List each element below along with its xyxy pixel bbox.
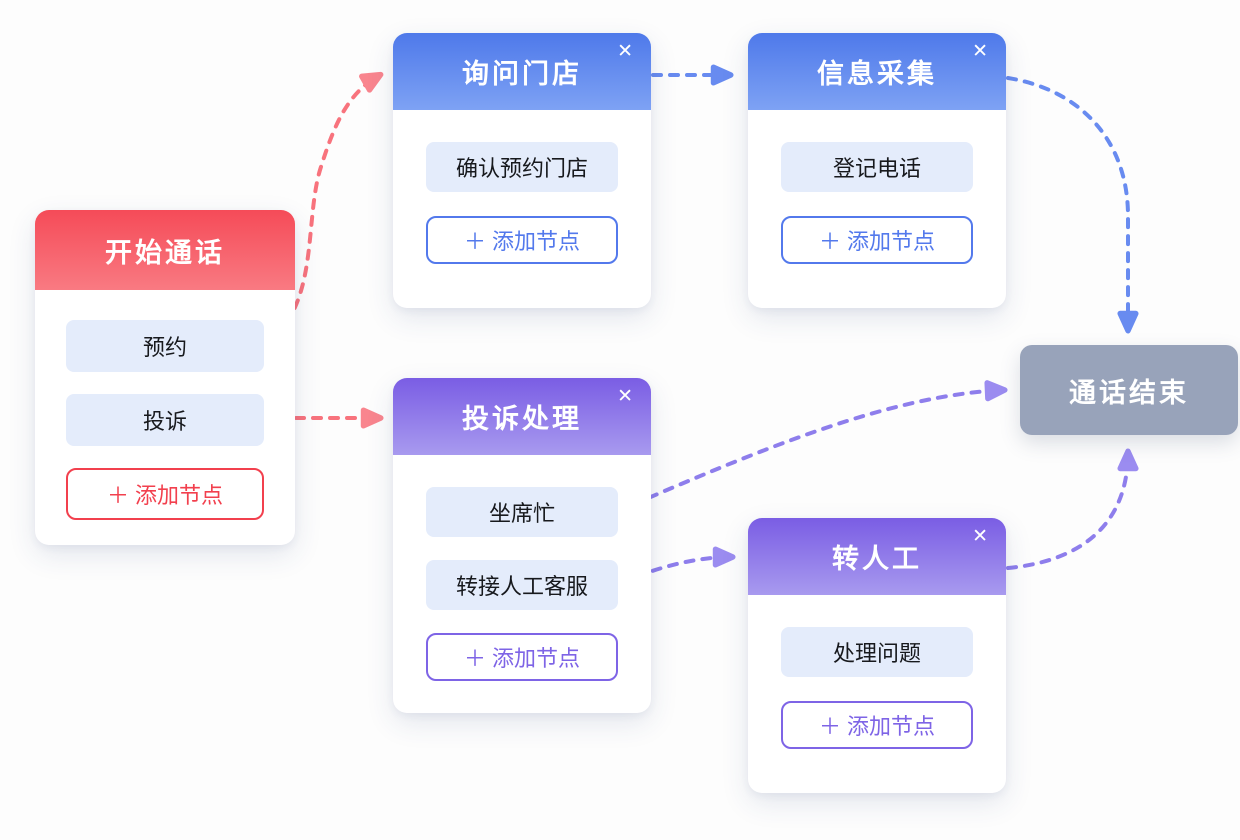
node-card-end[interactable]: 通话结束 — [1020, 345, 1238, 435]
branch-item-agent-busy[interactable]: 坐席忙 — [426, 487, 618, 537]
branch-item-confirm-store[interactable]: 确认预约门店 — [426, 142, 618, 192]
add-node-button[interactable]: ＋ 添加节点 — [66, 468, 264, 520]
close-icon[interactable]: ✕ — [968, 38, 992, 65]
node-body-askstore: 确认预约门店 ＋ 添加节点 — [393, 110, 651, 264]
node-header-human: 转人工 ✕ — [748, 518, 1006, 595]
node-title: 投诉处理 — [462, 404, 582, 434]
add-node-button[interactable]: ＋ 添加节点 — [426, 633, 618, 681]
node-body-human: 处理问题 ＋ 添加节点 — [748, 595, 1006, 749]
close-icon[interactable]: ✕ — [613, 383, 637, 410]
node-card-complaint[interactable]: 投诉处理 ✕ 坐席忙 转接人工客服 ＋ 添加节点 — [393, 378, 651, 713]
node-card-collect[interactable]: 信息采集 ✕ 登记电话 ＋ 添加节点 — [748, 33, 1006, 308]
node-card-human[interactable]: 转人工 ✕ 处理问题 ＋ 添加节点 — [748, 518, 1006, 793]
edge-human-to-end — [1006, 448, 1139, 570]
node-card-start[interactable]: 开始通话 预约 投诉 ＋ 添加节点 — [35, 210, 295, 545]
add-node-button[interactable]: ＋ 添加节点 — [426, 216, 618, 264]
node-body-complaint: 坐席忙 转接人工客服 ＋ 添加节点 — [393, 455, 651, 681]
node-title: 信息采集 — [817, 59, 937, 89]
node-title: 通话结束 — [1069, 377, 1189, 408]
edge-collect-to-end — [1006, 76, 1139, 334]
node-card-askstore[interactable]: 询问门店 ✕ 确认预约门店 ＋ 添加节点 — [393, 33, 651, 308]
node-header-complaint: 投诉处理 ✕ — [393, 378, 651, 455]
node-header-collect: 信息采集 ✕ — [748, 33, 1006, 110]
node-title: 转人工 — [832, 544, 922, 574]
node-header-start: 开始通话 — [35, 210, 295, 290]
node-title: 询问门店 — [462, 59, 582, 89]
branch-item-transfer-agent[interactable]: 转接人工客服 — [426, 560, 618, 610]
node-body-collect: 登记电话 ＋ 添加节点 — [748, 110, 1006, 264]
add-node-button[interactable]: ＋ 添加节点 — [781, 701, 973, 749]
add-node-button[interactable]: ＋ 添加节点 — [781, 216, 973, 264]
node-header-askstore: 询问门店 ✕ — [393, 33, 651, 110]
close-icon[interactable]: ✕ — [968, 523, 992, 550]
close-icon[interactable]: ✕ — [613, 38, 637, 65]
node-title: 开始通话 — [105, 237, 225, 268]
branch-item-register-phone[interactable]: 登记电话 — [781, 142, 973, 192]
branch-item-yuyue[interactable]: 预约 — [66, 320, 264, 372]
branch-item-handle-issue[interactable]: 处理问题 — [781, 627, 973, 677]
edge-complaint-busy-to-end — [616, 380, 1008, 513]
branch-item-tousu[interactable]: 投诉 — [66, 394, 264, 446]
node-body-start: 预约 投诉 ＋ 添加节点 — [35, 290, 295, 520]
